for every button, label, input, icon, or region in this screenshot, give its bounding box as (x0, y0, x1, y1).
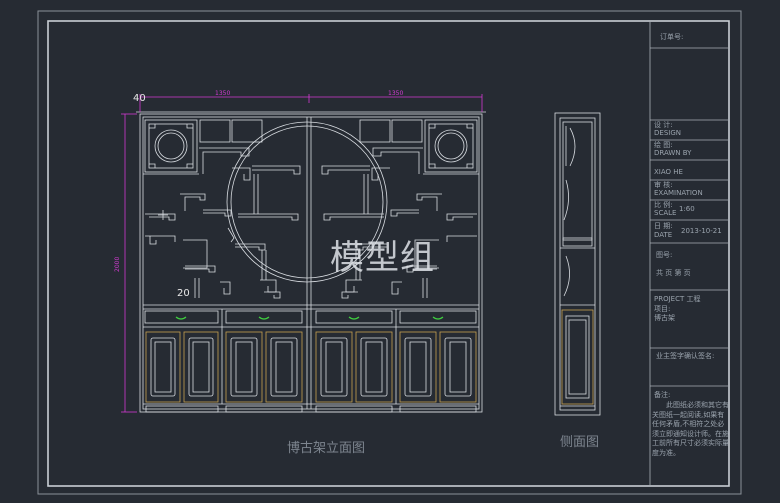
tb-scale-value: 1:60 (679, 205, 695, 213)
tb-drawing-no: 图号: (656, 251, 673, 259)
lattice-window-left (144, 119, 198, 173)
tb-item-value: 博古架 (654, 314, 675, 322)
tb-order-no: 订单号: (660, 33, 684, 41)
tb-exam-cn: 审 核: (654, 181, 673, 189)
tb-date-value: 2013-10-21 (681, 227, 722, 235)
cabinet-doors (145, 331, 477, 403)
tb-notes-body: 此图纸必须和其它有关图纸一起阅读,如果有任何矛盾,不相符之处必须立即通知设计师。… (652, 401, 729, 457)
outer-sheet-border (37, 10, 742, 495)
tb-exam-en: EXAMINATION (654, 189, 703, 197)
annotation-20: 20 (177, 288, 190, 299)
tb-client-confirm: 业主签字确认签名: (656, 352, 715, 360)
tb-date-cn: 日 期: (654, 222, 673, 230)
front-elevation (136, 111, 486, 413)
drawer-handles (175, 316, 444, 320)
dimension-lines (121, 94, 483, 413)
side-view-title: 侧面图 (560, 435, 600, 450)
front-view-title: 博古架立面图 (287, 441, 366, 456)
annotation-40: 40 (133, 93, 146, 104)
tb-design-cn: 设 计: (654, 121, 673, 129)
tb-pages: 共 页 第 页 (656, 269, 691, 277)
lattice-window-right (424, 119, 478, 173)
tb-scale-cn: 比 例: (654, 201, 673, 209)
cabinet-outline (139, 113, 483, 413)
tb-design-en: DESIGN (654, 129, 681, 137)
dim-width-left: 1350 (215, 90, 231, 97)
tb-item: 项目: (654, 305, 671, 313)
tb-notes-label: 备注: (654, 391, 671, 399)
tb-project: PROJECT 工程 (654, 295, 701, 303)
tb-drawn-value: XIAO HE (654, 168, 683, 176)
side-elevation (554, 112, 601, 416)
dim-height: 2000 (114, 256, 121, 272)
tb-drawn-cn: 绘 图: (654, 141, 673, 149)
tb-scale-en: SCALE (654, 209, 677, 217)
moon-gate-circle (226, 121, 388, 283)
tb-drawn-en: DRAWN BY (654, 149, 692, 157)
dim-width-right: 1350 (388, 90, 404, 97)
tb-date-en: DATE (654, 231, 673, 239)
watermark: 模型组 (330, 238, 435, 278)
inner-sheet-border (47, 20, 730, 487)
title-block (649, 21, 729, 486)
